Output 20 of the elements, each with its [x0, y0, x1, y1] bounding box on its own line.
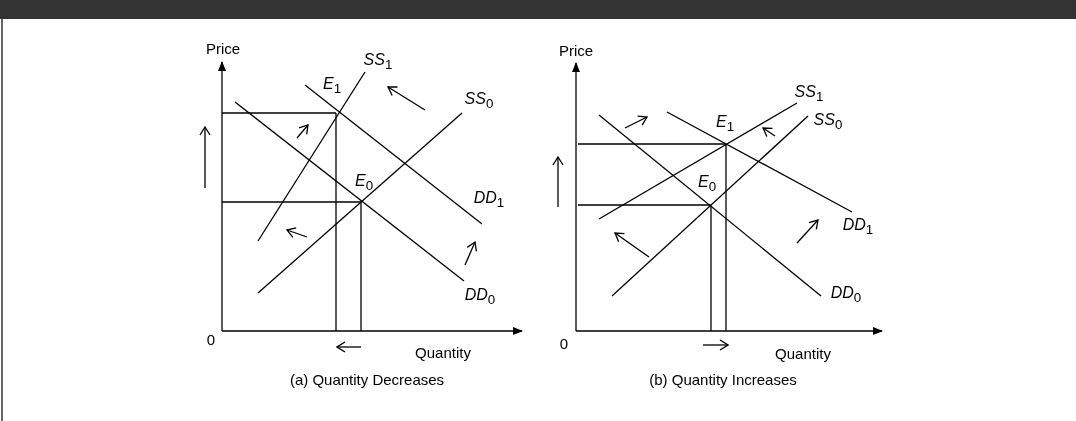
- origin-label: 0: [206, 331, 216, 347]
- axis-label: Quantity: [775, 345, 831, 361]
- origin-label: 0: [559, 335, 569, 351]
- point-label: E$_{0}$: [697, 174, 717, 194]
- curve-label: DD$_{1}$: [842, 217, 874, 237]
- axis-label: Price: [205, 40, 241, 56]
- curve-label: DD$_{0}$: [464, 287, 496, 307]
- point-label: E$_{1}$: [322, 76, 342, 96]
- curve-label: SS$_{1}$: [363, 52, 393, 72]
- panel-caption: (a) Quantity Decreases: [289, 371, 445, 387]
- curve-label: DD$_{0}$: [830, 285, 862, 305]
- axis-label: Price: [558, 42, 594, 58]
- curve-label: SS$_{1}$: [794, 84, 824, 104]
- axis-label: Quantity: [415, 344, 471, 360]
- curve-label: DD$_{1}$: [473, 190, 505, 210]
- point-label: E$_{0}$: [354, 173, 374, 193]
- panel-caption: (b) Quantity Increases: [649, 371, 797, 387]
- curve-label: SS$_{0}$: [464, 91, 494, 111]
- curve-label: SS$_{0}$: [813, 112, 843, 132]
- point-label: E$_{1}$: [715, 114, 735, 134]
